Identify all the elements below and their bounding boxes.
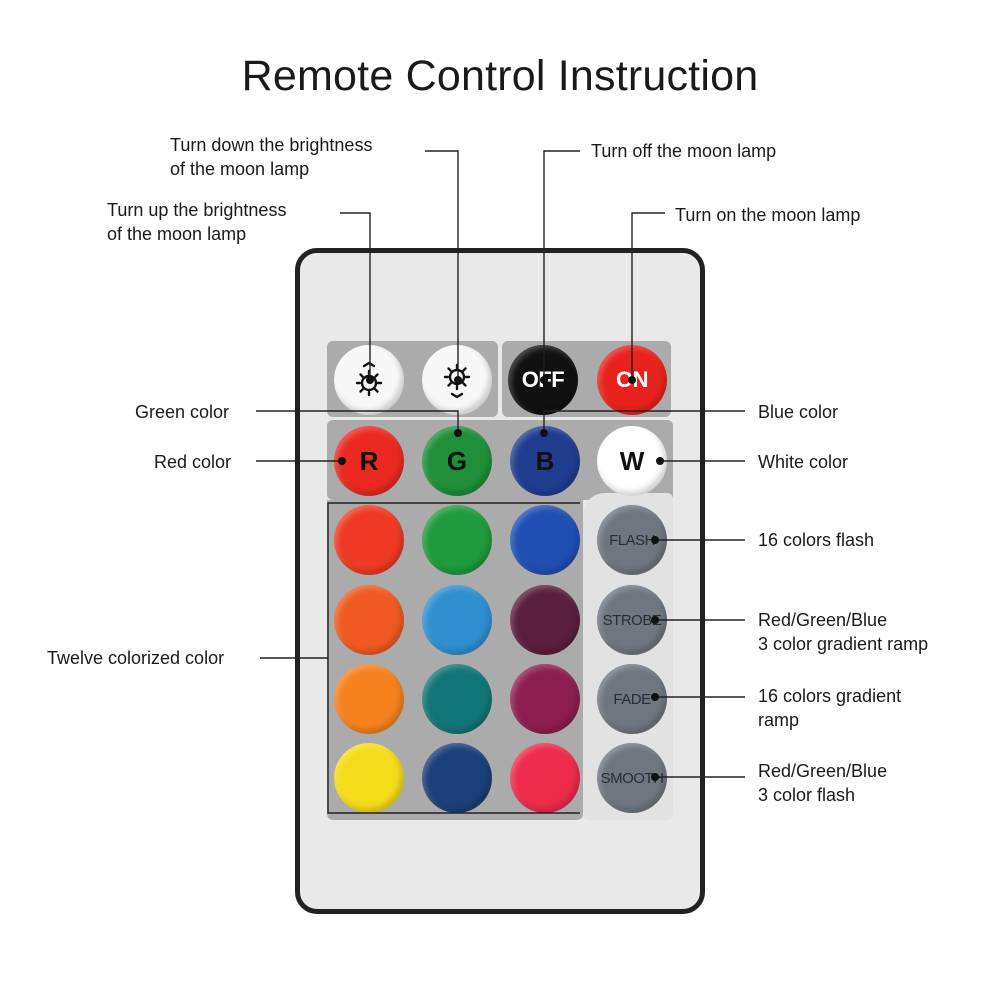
label-brightness-down: Turn down the brightness of the moon lam…	[170, 133, 372, 181]
label-strobe: Red/Green/Blue 3 color gradient ramp	[758, 608, 928, 656]
fade-button[interactable]: FADE	[597, 664, 667, 734]
color-button-r1-c2[interactable]	[422, 505, 492, 575]
flash-button-label: FLASH	[609, 531, 655, 549]
label-line: 3 color flash	[758, 785, 856, 805]
fade-button-label: FADE	[613, 690, 651, 708]
red-button[interactable]: R	[334, 426, 404, 496]
white-button[interactable]: W	[597, 426, 667, 496]
label-fade: 16 colors gradient ramp	[758, 684, 901, 732]
color-button-r4-c1[interactable]	[334, 743, 404, 813]
label-smooth: Red/Green/Blue 3 color flash	[758, 759, 887, 807]
color-button-r3-c2[interactable]	[422, 664, 492, 734]
flash-button[interactable]: FLASH	[597, 505, 667, 575]
label-line: ramp	[758, 710, 800, 730]
strobe-button[interactable]: STROBE	[597, 585, 667, 655]
color-button-r3-c3[interactable]	[510, 664, 580, 734]
label-flash: 16 colors flash	[758, 530, 875, 550]
brightness-up-button[interactable]	[334, 345, 404, 415]
label-off: Turn off the moon lamp	[591, 141, 777, 161]
label-red: Red color	[154, 452, 232, 472]
label-line: of the moon lamp	[107, 224, 247, 244]
smooth-button[interactable]: SMOOTH	[597, 743, 667, 813]
color-button-r1-c3[interactable]	[510, 505, 580, 575]
red-button-label: R	[359, 445, 379, 476]
brightness-down-icon	[437, 360, 477, 400]
label-line: 3 color gradient ramp	[758, 634, 929, 654]
label-line: Red/Green/Blue	[758, 610, 888, 630]
label-line: Turn up the brightness	[107, 200, 287, 220]
green-button[interactable]: G	[422, 426, 492, 496]
color-button-r2-c3[interactable]	[510, 585, 580, 655]
brightness-down-button[interactable]	[422, 345, 492, 415]
color-button-r4-c3[interactable]	[510, 743, 580, 813]
blue-button-label: B	[535, 445, 555, 476]
white-button-label: W	[619, 445, 645, 476]
label-green: Green color	[135, 402, 230, 422]
color-button-r1-c1[interactable]	[334, 505, 404, 575]
label-line: of the moon lamp	[170, 159, 310, 179]
on-button[interactable]: ON	[597, 345, 667, 415]
label-on: Turn on the moon lamp	[675, 205, 861, 225]
color-button-r2-c1[interactable]	[334, 585, 404, 655]
label-brightness-up: Turn up the brightness of the moon lamp	[107, 198, 286, 246]
blue-button[interactable]: B	[510, 426, 580, 496]
color-button-r4-c2[interactable]	[422, 743, 492, 813]
off-button[interactable]: OFF	[508, 345, 578, 415]
color-button-r3-c1[interactable]	[334, 664, 404, 734]
smooth-button-label: SMOOTH	[600, 769, 664, 787]
page-title: Remote Control Instruction	[241, 52, 759, 100]
label-line: 16 colors gradient	[758, 686, 902, 706]
off-button-label: OFF	[521, 367, 565, 392]
label-twelve: Twelve colorized color	[47, 648, 225, 668]
label-line: Turn down the brightness	[170, 135, 373, 155]
label-line: Red/Green/Blue	[758, 761, 888, 781]
brightness-up-icon	[349, 360, 389, 400]
strobe-button-label: STROBE	[602, 611, 662, 629]
label-blue: Blue color	[758, 402, 839, 422]
green-button-label: G	[446, 445, 468, 476]
color-button-r2-c2[interactable]	[422, 585, 492, 655]
label-white: White color	[758, 452, 849, 472]
on-button-label: ON	[616, 367, 649, 392]
